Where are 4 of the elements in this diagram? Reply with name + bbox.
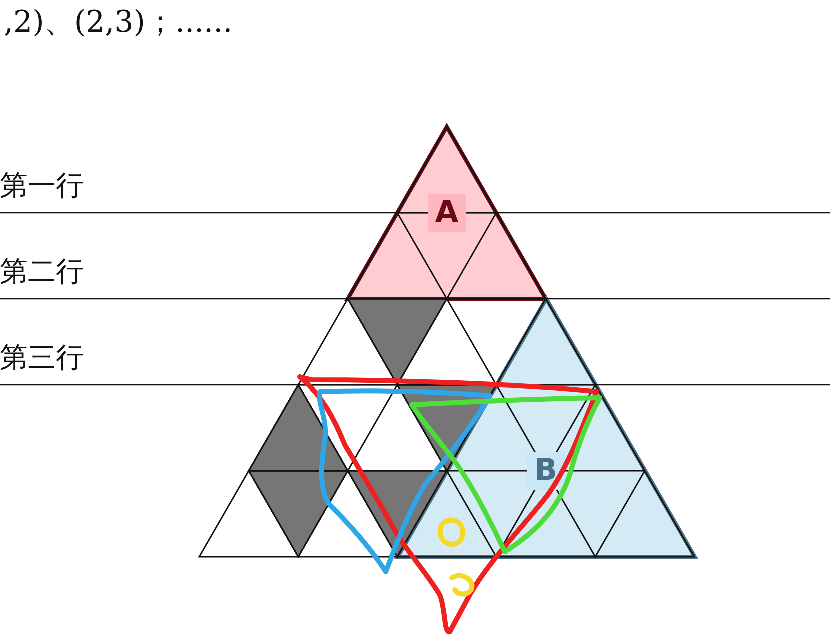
row-label: 第三行 bbox=[0, 340, 84, 376]
coordinate-text: ,2)、(2,3)；...... bbox=[4, 4, 233, 42]
row-label: 第一行 bbox=[0, 168, 84, 204]
row-label: 第二行 bbox=[0, 254, 84, 290]
